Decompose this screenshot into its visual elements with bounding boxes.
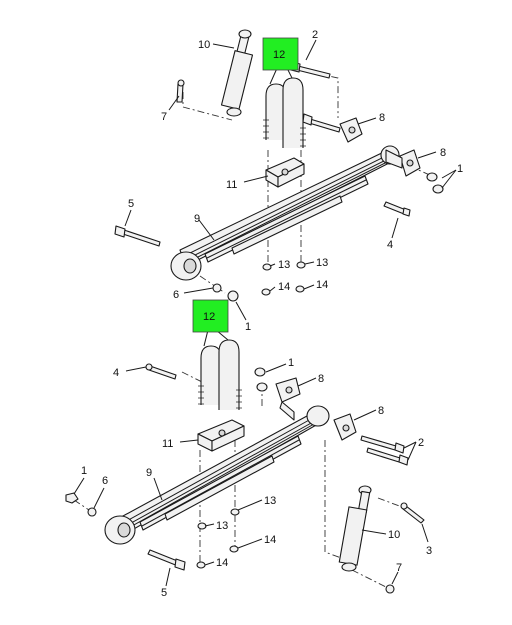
top-callout-2: 2: [312, 29, 318, 41]
bottom-leader-lines: [73, 329, 429, 587]
top-part-12-highlight[interactable]: [262, 37, 299, 71]
top-callout-6: 6: [173, 289, 179, 301]
bottom-shackle-plates: [254, 367, 357, 441]
top-u-bolt: [263, 77, 306, 148]
bottom-callout-1a: 1: [288, 357, 294, 369]
top-washer-nut: [212, 283, 239, 302]
top-callout-4: 4: [387, 239, 393, 251]
bottom-callout-2: 2: [418, 437, 424, 449]
bottom-callout-labels: 12 4 1 8 8 2 11 1 6 9 13 13 14 14 10 3 7…: [81, 311, 432, 599]
top-callout-13b: 13: [316, 257, 328, 269]
top-bolt-4: [383, 201, 411, 217]
top-spring-plate: [265, 157, 305, 188]
bottom-bolts-2: [360, 435, 409, 466]
top-bolt-5: [114, 225, 161, 247]
top-bolt-shackle: [302, 113, 341, 133]
top-shock-absorber: [220, 29, 254, 117]
bottom-callout-12: 12: [203, 311, 215, 323]
bottom-callout-3: 3: [426, 545, 432, 557]
bottom-bolt-7: [385, 584, 395, 594]
bottom-callout-8b: 8: [378, 405, 384, 417]
top-callout-11: 11: [226, 179, 237, 191]
top-callout-5: 5: [128, 198, 134, 210]
bottom-spring-plate: [197, 419, 245, 452]
top-callout-10: 10: [198, 39, 210, 51]
top-callout-14a: 14: [278, 281, 290, 293]
bottom-callout-10: 10: [388, 529, 400, 541]
top-callout-labels: 10 12 2 7 8 8 1 11 5 9 4 13 13 14 14 6 1: [128, 29, 463, 333]
bottom-callout-1b: 1: [81, 465, 87, 477]
bottom-bolt-4: [145, 363, 177, 380]
bottom-bolt-3: [400, 502, 425, 524]
top-nuts: [426, 172, 444, 194]
bottom-nut-washer: [65, 492, 97, 517]
top-callout-1b: 1: [245, 321, 251, 333]
bottom-callout-8a: 8: [318, 373, 324, 385]
top-callout-8a: 8: [379, 112, 385, 124]
top-callout-9: 9: [194, 213, 200, 225]
top-washers-nuts: [261, 261, 306, 296]
top-leaf-spring: [170, 145, 400, 281]
bottom-alignment-lines: [73, 371, 411, 589]
bottom-callout-9: 9: [146, 467, 152, 479]
bottom-callout-4: 4: [113, 367, 119, 379]
top-assembly: 10 12 2 7 8 8 1 11 5 9 4 13 13 14 14 6 1: [114, 29, 463, 333]
top-shackle-plates: [339, 117, 421, 177]
bottom-shock-absorber: [338, 485, 372, 572]
bottom-callout-7: 7: [396, 562, 402, 574]
bottom-leaf-spring: [104, 405, 330, 545]
top-callout-1: 1: [457, 163, 463, 175]
bottom-assembly: 12 4 1 8 8 2 11 1 6 9 13 13 14 14 10 3 7…: [65, 299, 432, 599]
bottom-callout-5: 5: [161, 587, 167, 599]
bottom-washers-nuts: [196, 508, 240, 569]
bottom-callout-13b: 13: [216, 520, 228, 532]
top-callout-12: 12: [273, 49, 285, 61]
top-bolt-7: [176, 79, 185, 103]
bottom-u-bolt: [198, 339, 242, 410]
top-callout-7: 7: [161, 111, 167, 123]
top-callout-14b: 14: [316, 279, 328, 291]
top-callout-13a: 13: [278, 259, 290, 271]
bottom-callout-13a: 13: [264, 495, 276, 507]
top-callout-8b: 8: [440, 147, 446, 159]
bottom-part-12-highlight[interactable]: [192, 299, 229, 333]
bottom-callout-6: 6: [102, 475, 108, 487]
bottom-callout-14b: 14: [216, 557, 228, 569]
bottom-callout-11: 11: [162, 438, 173, 450]
bottom-bolt-5: [147, 549, 186, 571]
bottom-callout-14a: 14: [264, 534, 276, 546]
top-alignment-lines: [182, 69, 433, 294]
